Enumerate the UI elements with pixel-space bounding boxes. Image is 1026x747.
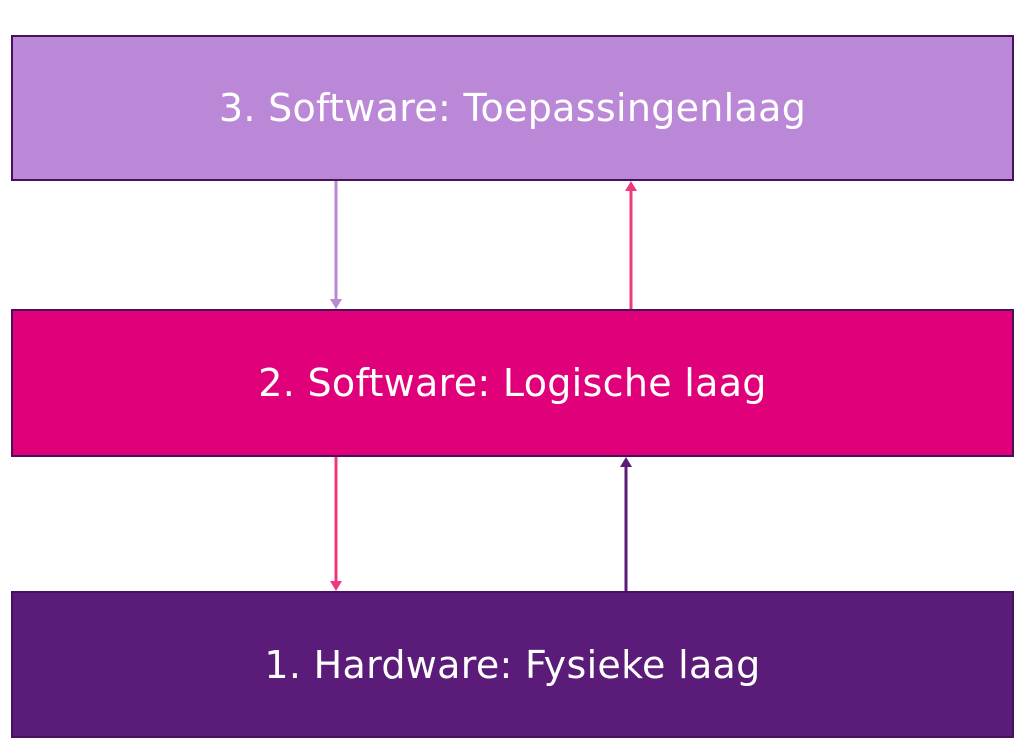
- arrow-head-icon: [620, 457, 632, 467]
- arrow-head-icon: [625, 181, 637, 191]
- arrow-head-icon: [330, 581, 342, 591]
- layer-label: 3. Software: Toepassingenlaag: [218, 86, 807, 130]
- layer-box-software-application: 3. Software: Toepassingenlaag: [11, 35, 1014, 181]
- layer-label: 2. Software: Logische laag: [258, 361, 767, 405]
- layer-label: 1. Hardware: Fysieke laag: [264, 642, 761, 687]
- layer-box-hardware-physical: 1. Hardware: Fysieke laag: [11, 591, 1014, 738]
- layer-box-software-logical: 2. Software: Logische laag: [11, 309, 1014, 457]
- arrow-head-icon: [330, 299, 342, 309]
